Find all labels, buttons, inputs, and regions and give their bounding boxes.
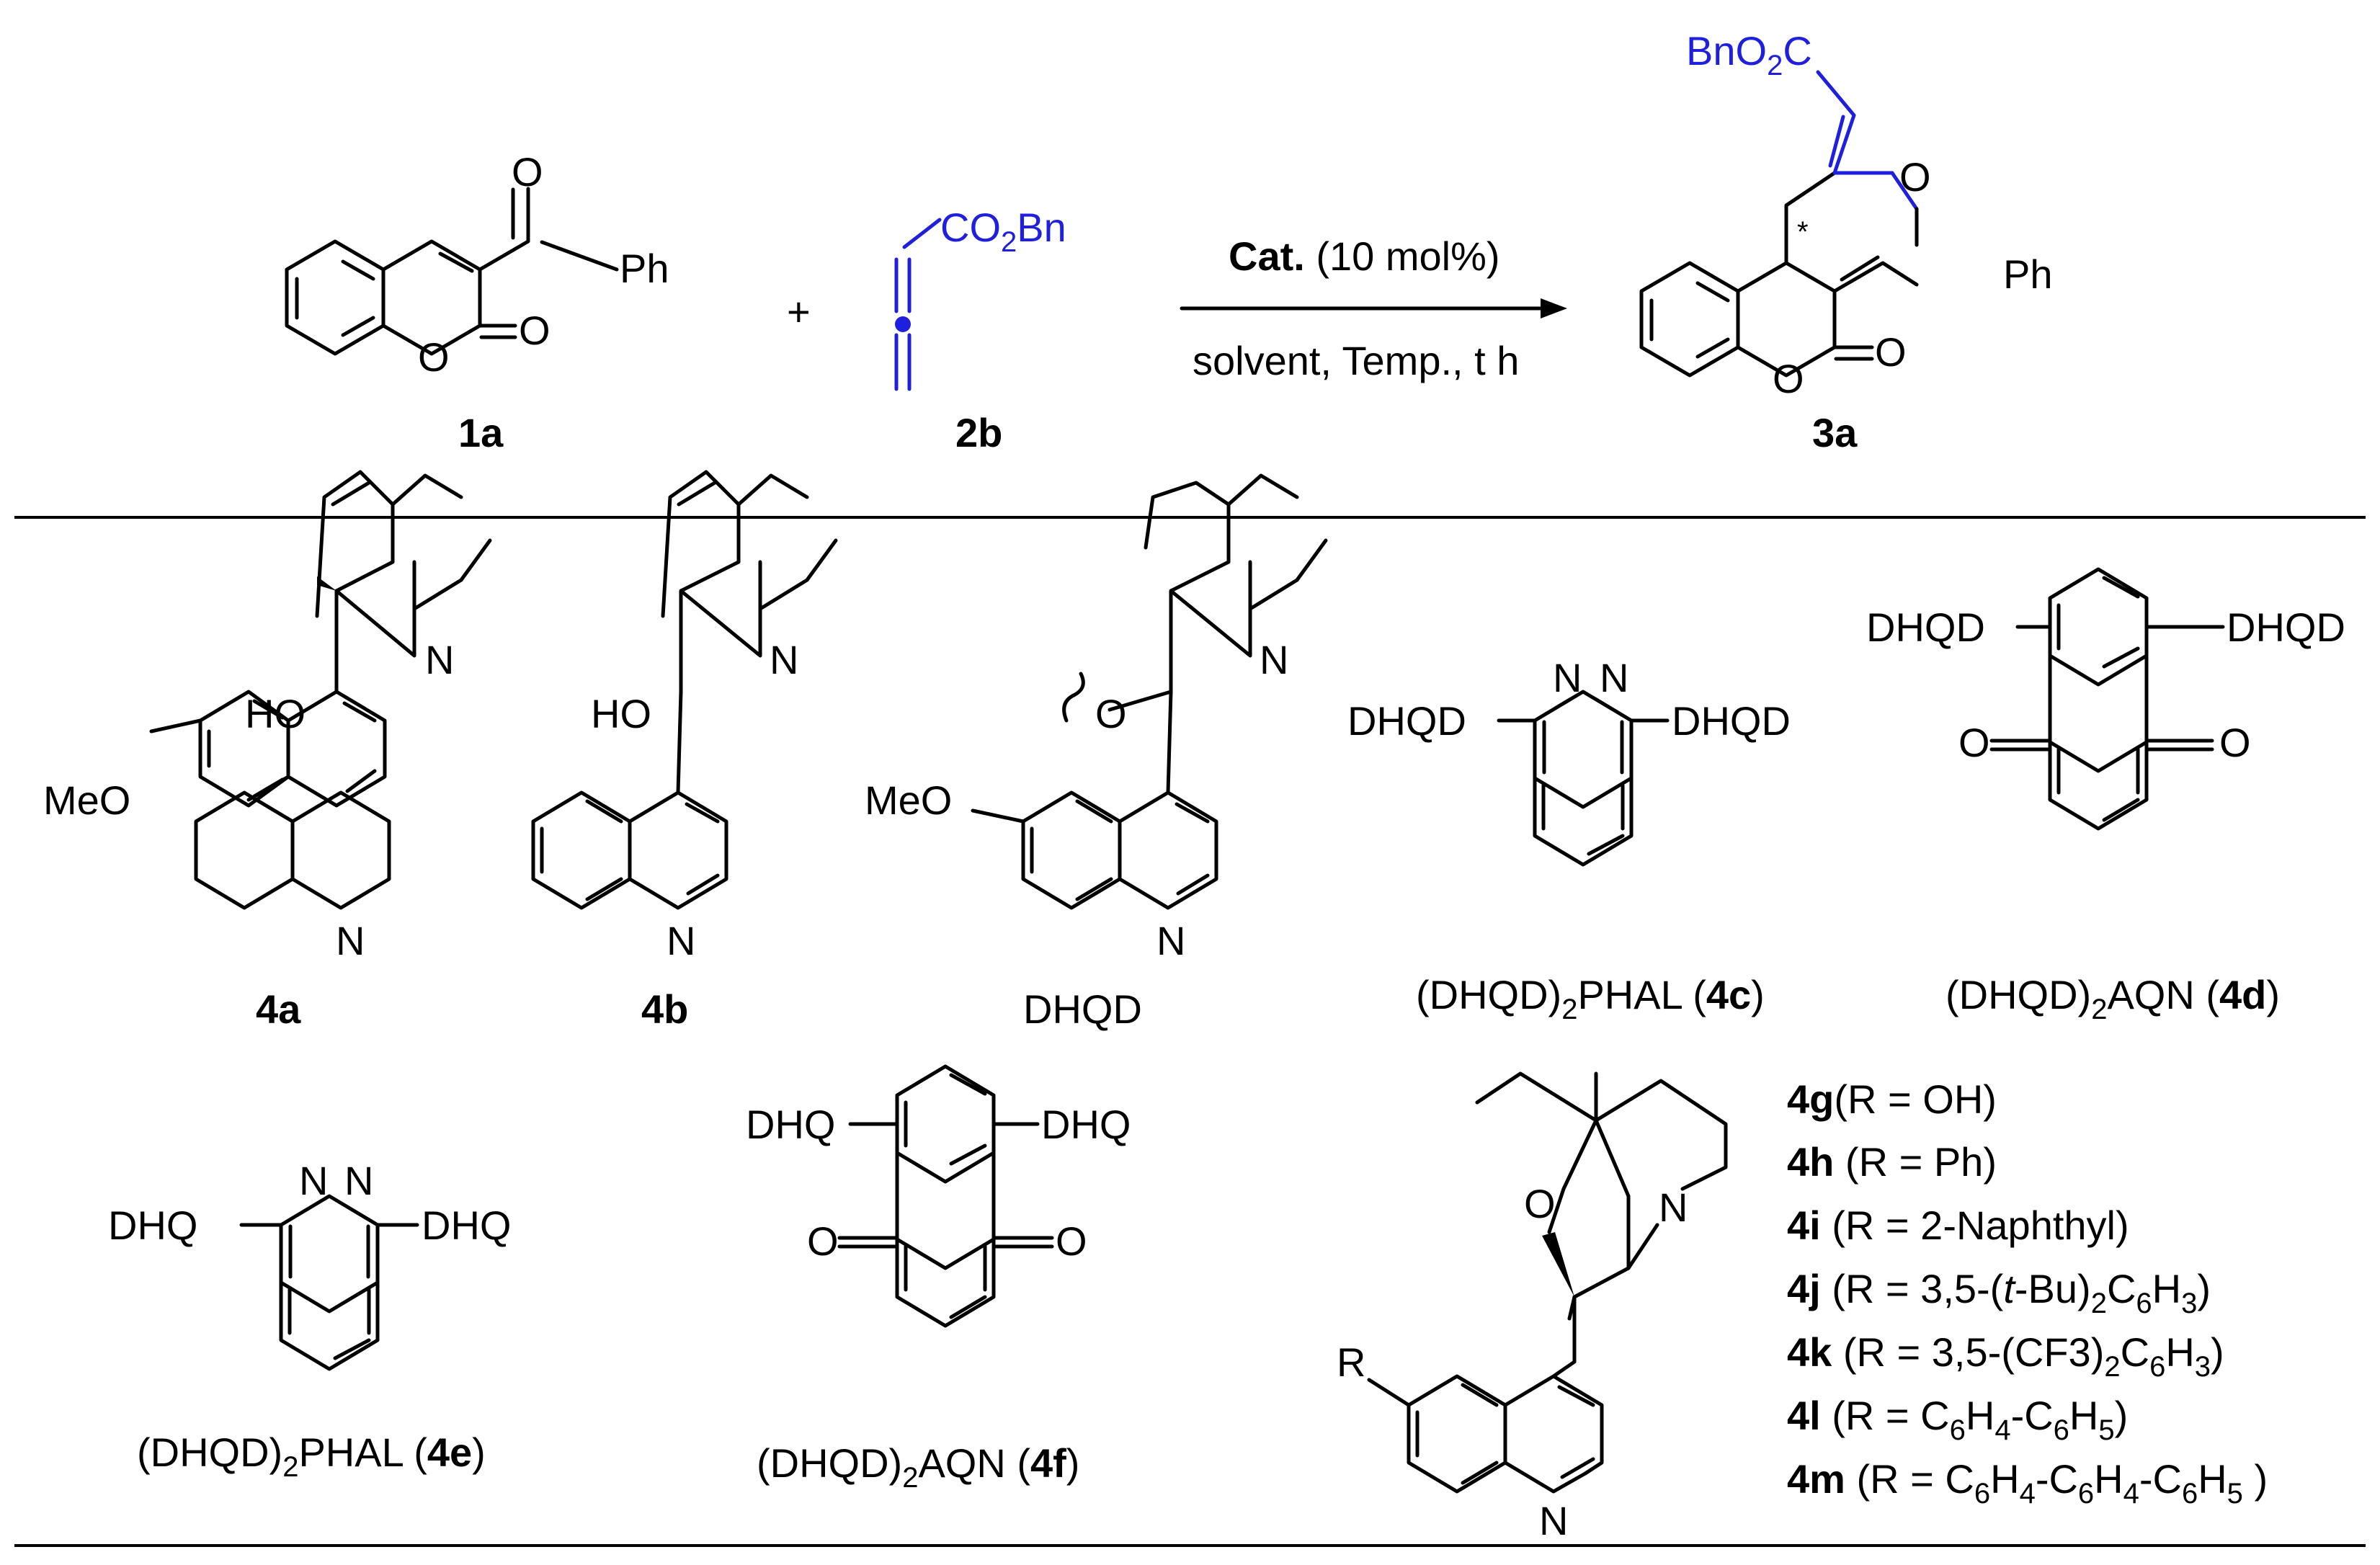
- catalyst-4a: HO MeO N N 4a: [43, 470, 492, 1032]
- right-substituent: DHQD: [1672, 698, 1791, 744]
- compound-2b: CO2Bn 2b: [894, 205, 1066, 455]
- quinoline-n: N: [667, 918, 695, 963]
- o-pyran-atom: O: [1899, 154, 1931, 200]
- allene-center-dot: [895, 316, 911, 332]
- catalyst-4a-label: 4a: [256, 986, 301, 1032]
- o-lactone-atom: O: [519, 308, 551, 353]
- plus-sign: +: [787, 289, 811, 334]
- quinoline-n: N: [1539, 1498, 1568, 1543]
- list-item-4h: 4h (R = Ph): [1787, 1139, 1997, 1185]
- bridge-n: N: [425, 637, 454, 682]
- catalyst-4b: HO N N 4b: [531, 470, 838, 1032]
- catalyst-4e-caption: (DHQD)2PHAL (4e): [137, 1430, 486, 1483]
- list-item-4i: 4i (R = 2-Naphthyl): [1787, 1203, 2129, 1248]
- catalyst-4c-caption: (DHQD)2PHAL (4c): [1416, 972, 1765, 1025]
- product-3a: O Ph O O * BnO2C 3a: [1639, 28, 2053, 455]
- ether-o: O: [1095, 691, 1127, 736]
- o-lactone-3a: O: [1875, 329, 1907, 375]
- catalyst-4f: DHQ DHQ O O (DHQD)2AQN (4f): [746, 1064, 1131, 1494]
- left-substituent: DHQD: [1866, 605, 1985, 650]
- meo-group: MeO: [43, 777, 130, 823]
- o-ring-3a: O: [1773, 356, 1804, 401]
- quinone-o1: O: [807, 1218, 839, 1264]
- catalyst-conditions: Cat. (10 mol%): [1229, 233, 1500, 279]
- bridge-n: N: [1659, 1185, 1688, 1230]
- phal-n1: N: [299, 1158, 328, 1203]
- bridge-n: N: [770, 637, 798, 682]
- ho-group: HO: [591, 691, 651, 736]
- r-group: R: [1337, 1339, 1365, 1385]
- quinoline-n: N: [336, 918, 365, 963]
- compound-1a-label: 1a: [458, 410, 504, 455]
- stereocenter-star: *: [1797, 216, 1809, 248]
- left-substituent: DHQ: [746, 1102, 835, 1147]
- compound-1a: O O O Ph 1a: [285, 149, 669, 455]
- list-item-4j: 4j (R = 3,5-(t-Bu)2C6H3): [1787, 1266, 2211, 1319]
- catalyst-4f-caption: (DHQD)2AQN (4f): [757, 1440, 1079, 1494]
- ester-group: CO2Bn: [940, 205, 1066, 258]
- ether-o: O: [1524, 1181, 1556, 1226]
- quinone-o1: O: [1958, 720, 1990, 765]
- catalyst-4e: N N DHQ DHQ (DHQD)2PHAL (4e): [108, 1158, 511, 1483]
- catalyst-dhqd: O MeO N N DHQD: [865, 473, 1328, 1032]
- quinone-o2: O: [2219, 720, 2251, 765]
- ph-group-3a: Ph: [2003, 251, 2053, 297]
- list-item-4k: 4k (R = 3,5-(CF3)2C6H3): [1787, 1329, 2224, 1383]
- catalyst-4d: DHQD DHQD O O (DHQD)2AQN (4d): [1866, 567, 2345, 1025]
- phal-n2: N: [344, 1158, 373, 1203]
- ph-group: Ph: [620, 246, 669, 291]
- meo-group: MeO: [865, 777, 952, 823]
- catalyst-4g-4m: O R N N 4g(R = OH) 4h (R = Ph) 4i (R = 2…: [1337, 1071, 2268, 1543]
- bridge-n: N: [1260, 637, 1288, 682]
- phal-n1: N: [1553, 655, 1582, 700]
- solvent-conditions: solvent, Temp., t h: [1193, 338, 1519, 383]
- right-substituent: DHQ: [1041, 1102, 1131, 1147]
- right-substituent: DHQ: [422, 1203, 511, 1248]
- catalyst-dhqd-label: DHQD: [1023, 986, 1142, 1032]
- catalyst-4d-caption: (DHQD)2AQN (4d): [1946, 972, 2280, 1025]
- r-group-list: 4g(R = OH) 4h (R = Ph) 4i (R = 2-Naphthy…: [1787, 1076, 2268, 1510]
- list-item-4l: 4l (R = C6H4-C6H5): [1787, 1393, 2128, 1446]
- benzyl-ester-group: BnO2C: [1686, 28, 1812, 81]
- list-item-4g: 4g(R = OH): [1787, 1076, 1997, 1122]
- reaction-arrow: Cat. (10 mol%) solvent, Temp., t h: [1180, 233, 1567, 383]
- ho-group: HO: [245, 691, 306, 736]
- o-ring-atom: O: [418, 334, 450, 380]
- left-substituent: DHQD: [1347, 698, 1466, 744]
- product-3a-label: 3a: [1812, 410, 1858, 455]
- phal-n2: N: [1600, 655, 1628, 700]
- o-ketone-atom: O: [512, 149, 543, 195]
- list-item-4m: 4m (R = C6H4-C6H4-C6H5 ): [1787, 1456, 2268, 1510]
- compound-2b-label: 2b: [955, 410, 1002, 455]
- catalyst-4b-label: 4b: [641, 986, 688, 1032]
- quinoline-n: N: [1156, 918, 1185, 963]
- catalyst-4c: N N DHQD DHQD (DHQD)2PHAL (4c): [1347, 655, 1791, 1025]
- quinone-o2: O: [1056, 1218, 1087, 1264]
- left-substituent: DHQ: [108, 1203, 197, 1248]
- right-substituent: DHQD: [2227, 605, 2345, 650]
